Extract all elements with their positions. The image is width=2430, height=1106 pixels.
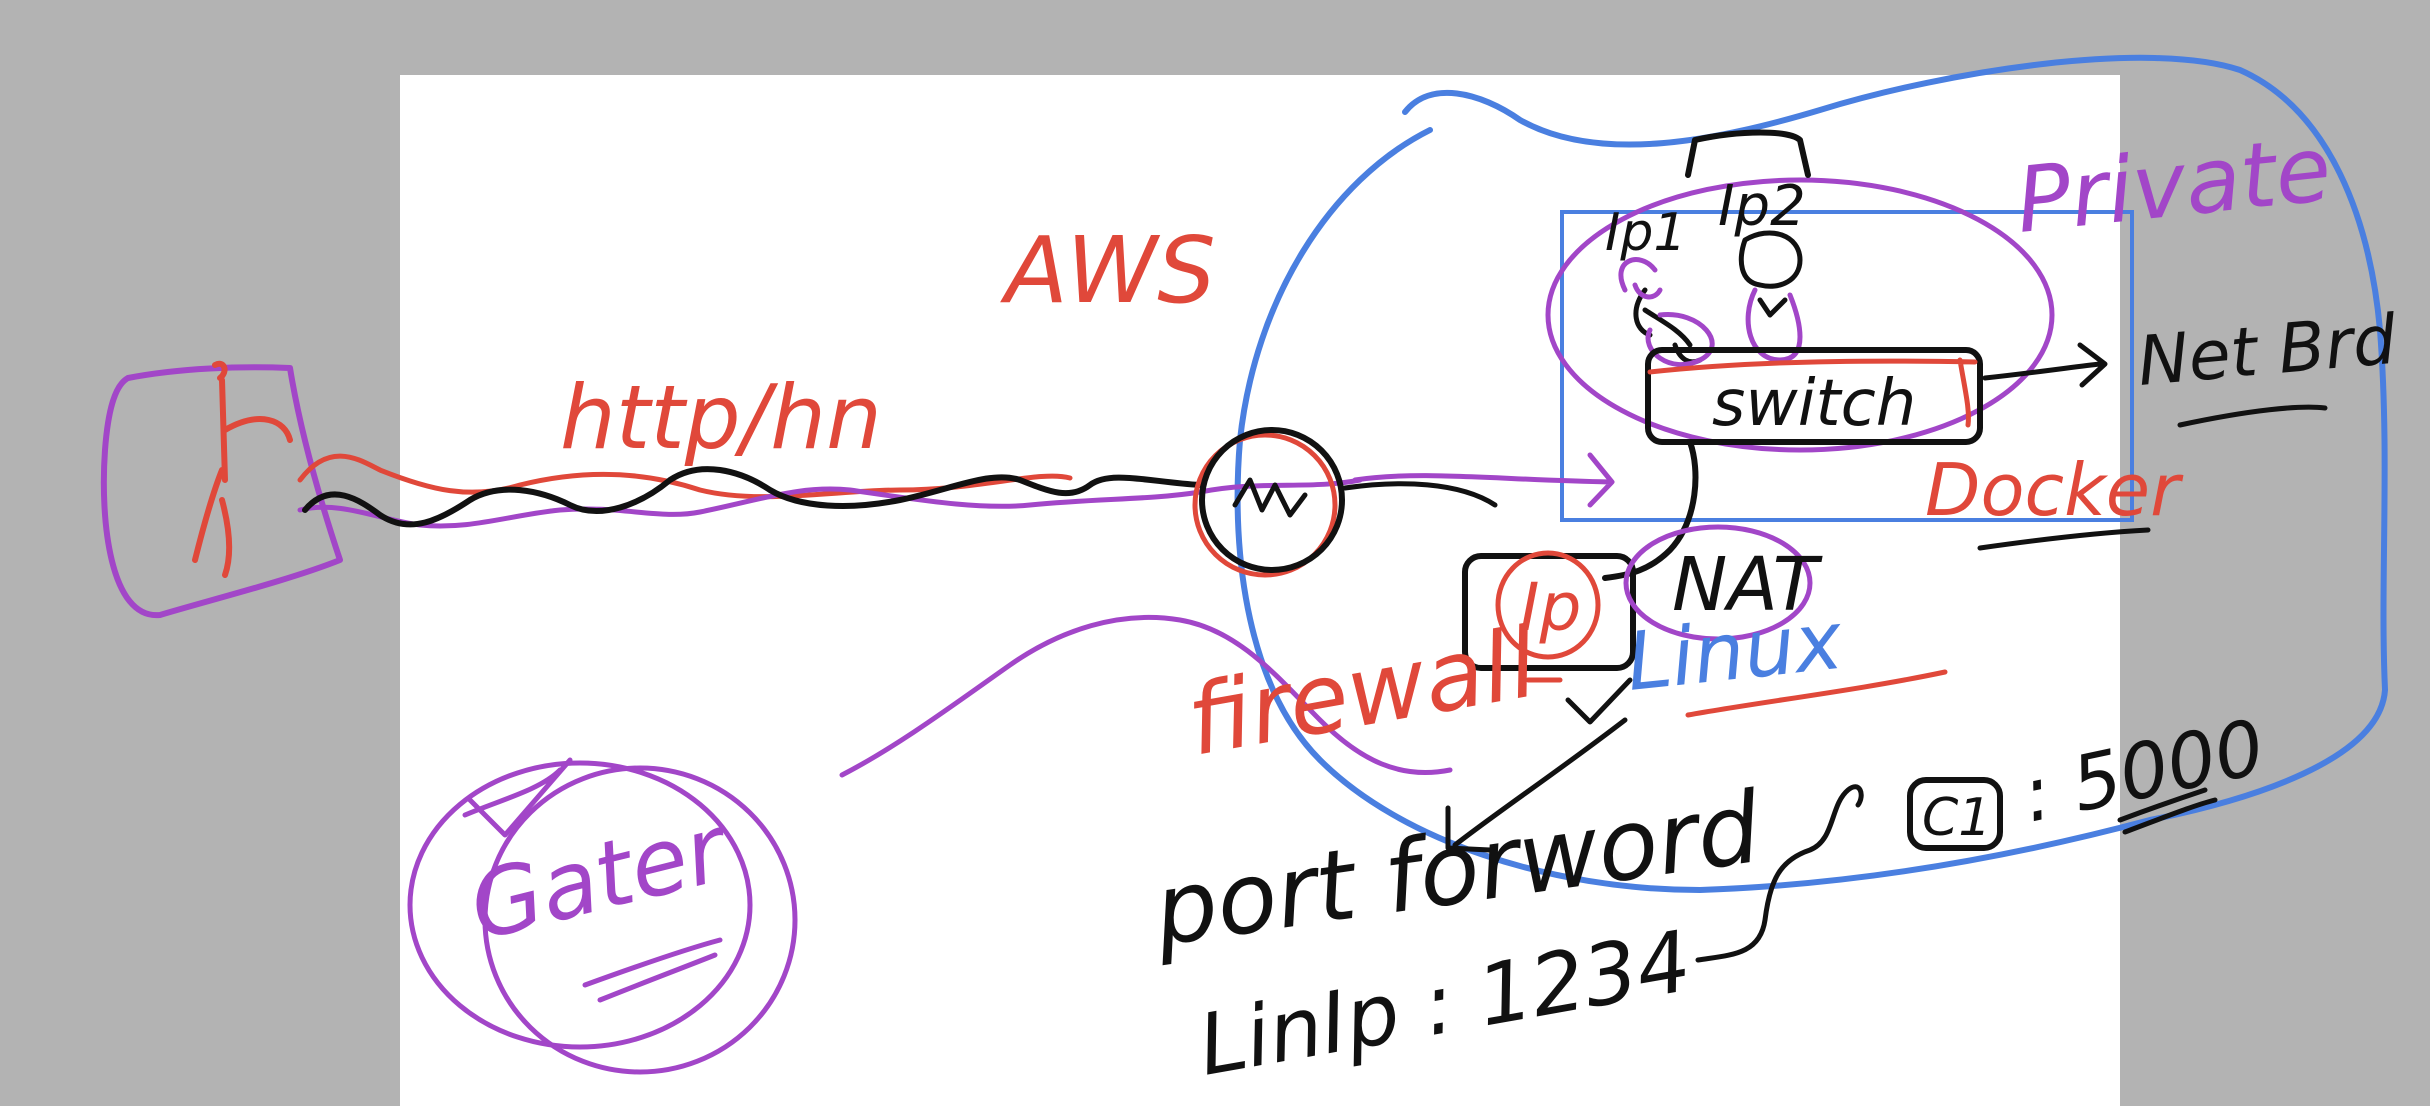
label-http: http/hn [560, 366, 882, 469]
router-to-host-line [1342, 481, 1498, 508]
nat-to-portforward-arrow [1445, 717, 1628, 853]
router-circle-black [1199, 427, 1345, 573]
label-switch: switch [1712, 367, 1916, 441]
label-nat: NAT [1672, 542, 1824, 628]
label-ip2: Ip2 [1718, 174, 1806, 239]
firewall-path-purple [839, 615, 1453, 778]
netbrd-underline [2177, 404, 2328, 428]
docker-underline [1977, 527, 2151, 551]
gater-underline [582, 937, 723, 1003]
nat-ellipse [1623, 524, 1813, 642]
label-net-brd: Net Brd [2135, 301, 2400, 402]
container-2-purple [1745, 287, 1803, 363]
ip-box-red-ring [1495, 550, 1601, 660]
http-wave-purple [297, 477, 1363, 529]
c1-box [1907, 777, 2003, 851]
label-linux: Linux [1622, 594, 1848, 709]
router-icon-squiggle [1232, 477, 1308, 518]
linux-red-underline [1685, 669, 1948, 718]
router-circle-red [1192, 432, 1338, 578]
container-2-shape [1738, 230, 1803, 318]
switch-red-underline [1647, 357, 1978, 428]
http-wave-black [302, 466, 1203, 528]
container-handle [1685, 129, 1811, 178]
gater-tick [462, 757, 573, 838]
label-ip-box: Ip [1520, 569, 1581, 646]
switch-box [1645, 347, 1983, 445]
host-box [1560, 210, 2134, 522]
checkmark [1565, 677, 1633, 725]
gater-outer-ellipse [482, 765, 798, 1075]
private-area-ellipse [1545, 177, 2055, 453]
ip-box [1462, 553, 1636, 671]
client-device [100, 364, 343, 619]
switch-to-netbrd-arrow [1982, 342, 2108, 388]
label-aws: AWS [1000, 217, 1216, 324]
label-c1: C1 [1922, 788, 1991, 848]
linip-to-c1-connector [1695, 784, 1864, 963]
purple-arrow-to-host [1352, 452, 1615, 508]
gater-inner-ellipse [407, 760, 753, 1050]
container-1-purple [1618, 257, 1715, 368]
client-user-figure [192, 360, 293, 578]
port-5000-underline [2117, 787, 2218, 835]
label-docker: Docker [1925, 448, 2184, 532]
page-sheet [400, 75, 2120, 1106]
label-ip1: Ip1 [1605, 203, 1686, 263]
